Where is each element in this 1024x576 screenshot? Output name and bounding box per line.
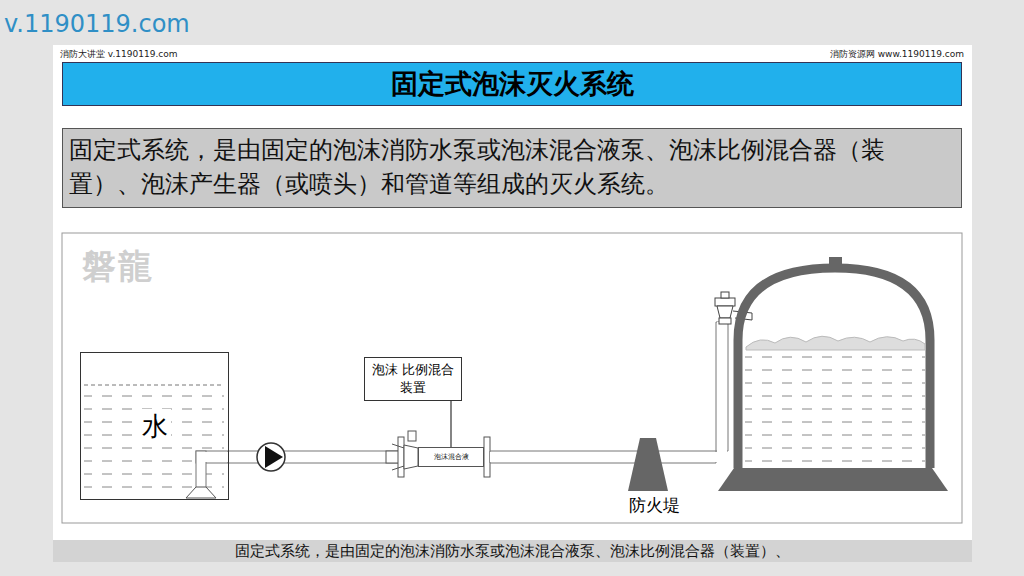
proportioner-body (386, 431, 490, 477)
illustration-panel (62, 233, 962, 523)
title-bar: 固定式泡沫灭火系统 (62, 62, 962, 106)
water-lines (84, 385, 224, 497)
node-text: 泡沫混合液 (434, 452, 469, 462)
callout-box: 泡沫 比例混合装置 (364, 357, 462, 401)
pump-symbol (257, 443, 285, 471)
caption-holder: 固定式系统，是由固定的泡沫消防水泵或泡沫混合液泵、泡沫比例混合器（装置）、 (53, 540, 972, 562)
caption-bar (53, 540, 972, 562)
definition-box: 固定式系统，是由固定的泡沫消防水泵或泡沫混合液泵、泡沫比例混合器（装置）、泡沫产… (62, 128, 962, 208)
header-left: 消防大讲堂 v.1190119.com (60, 48, 178, 61)
water-tank: 水 (80, 352, 229, 500)
intake-pipe (186, 451, 228, 498)
water-surface (84, 385, 224, 386)
title-text: 固定式泡沫灭火系统 (391, 66, 634, 102)
slide (53, 45, 972, 562)
line (450, 401, 451, 447)
watermark-url: v.1190119.com (4, 10, 190, 38)
watermark-logo: 磐龍 (82, 244, 154, 290)
node-text: 水 (139, 409, 171, 444)
header-right: 消防资源网 www.1190119.com (830, 48, 964, 61)
fire-dike (628, 438, 668, 491)
proportioner-device: 泡沫混合液 (418, 447, 484, 467)
caption-text: 固定式系统，是由固定的泡沫消防水泵或泡沫混合液泵、泡沫比例混合器（装置）、 (235, 542, 790, 561)
node-text: 固定式系统，是由固定的泡沫消防水泵或泡沫混合液泵、泡沫比例混合器（装置）、泡沫产… (69, 133, 955, 201)
leader-line (451, 401, 452, 447)
dike-label: 防火堤 (629, 494, 680, 517)
discharge-pipe (490, 322, 728, 463)
storage-tank (718, 257, 948, 491)
node-text: 泡沫 比例混合装置 (367, 361, 459, 397)
